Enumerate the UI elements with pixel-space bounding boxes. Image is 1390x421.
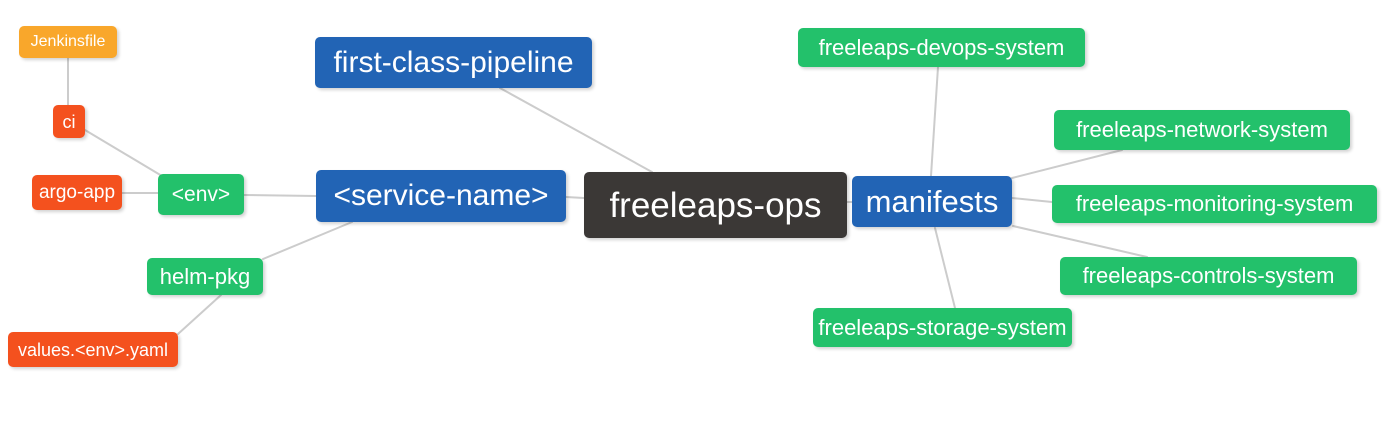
node-service-name[interactable]: <service-name> (316, 170, 566, 222)
node-freeleaps-monitoring-system[interactable]: freeleaps-monitoring-system (1052, 185, 1377, 223)
edge-manifests-devops (930, 66, 939, 177)
edge-helm-pkg-service-name (262, 221, 353, 260)
node-freeleaps-controls-system[interactable]: freeleaps-controls-system (1060, 257, 1357, 295)
edge-manifests-controls (1012, 225, 1148, 258)
node-values-env-yaml[interactable]: values.<env>.yaml (8, 332, 178, 367)
node-freeleaps-network-system[interactable]: freeleaps-network-system (1054, 110, 1350, 150)
edge-manifests-monitoring (1011, 197, 1053, 203)
node-env[interactable]: <env> (158, 174, 244, 215)
node-helm-pkg[interactable]: helm-pkg (147, 258, 263, 295)
node-argo-app[interactable]: argo-app (32, 175, 122, 210)
edge-ci-env (84, 129, 163, 177)
edge-env-service-name (243, 194, 317, 197)
node-jenkinsfile[interactable]: Jenkinsfile (19, 26, 117, 58)
edge-manifests-storage (934, 227, 956, 309)
node-manifests[interactable]: manifests (852, 176, 1012, 227)
node-freeleaps-devops-system[interactable]: freeleaps-devops-system (798, 28, 1085, 67)
edge-service-name-ops (565, 196, 585, 199)
node-freeleaps-ops-root[interactable]: freeleaps-ops (584, 172, 847, 238)
node-ci[interactable]: ci (53, 105, 85, 138)
node-first-class-pipeline[interactable]: first-class-pipeline (315, 37, 592, 88)
edge-manifests-network (1011, 149, 1123, 179)
edge-pipeline-ops (499, 87, 653, 173)
node-freeleaps-storage-system[interactable]: freeleaps-storage-system (813, 308, 1072, 347)
edge-values-helm-pkg (177, 294, 222, 335)
